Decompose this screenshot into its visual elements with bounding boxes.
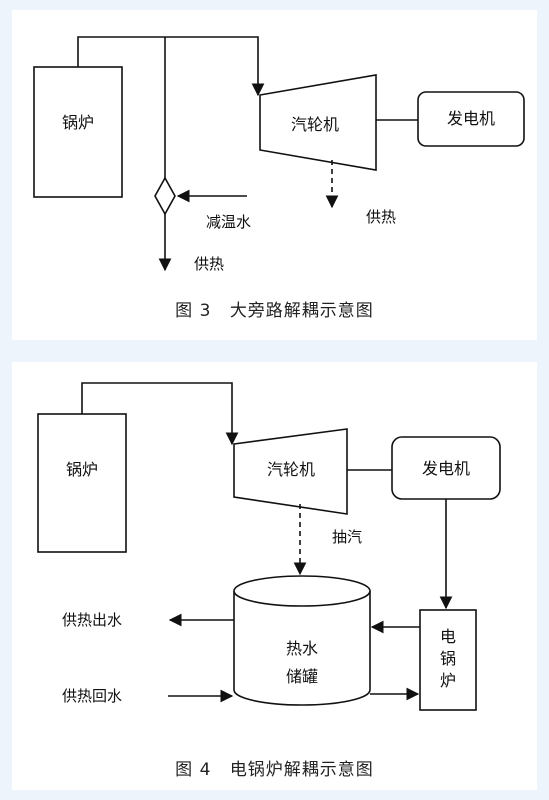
figure-4-caption: 图 4 电锅炉解耦示意图 — [12, 755, 537, 780]
heat-supply-left-label: 供热 — [194, 255, 224, 273]
main-steam-line — [77, 36, 265, 97]
turbine-shape — [259, 74, 377, 171]
heat-supply-right-label: 供热 — [366, 208, 396, 226]
heat-supply-return-label: 供热回水 — [62, 687, 122, 705]
figure-3-caption-title: 大旁路解耦示意图 — [229, 301, 374, 321]
main-steam-line — [81, 382, 239, 446]
boiler-label: 锅炉 — [66, 460, 98, 479]
boiler-box — [33, 66, 123, 198]
hot-water-tank — [233, 591, 371, 706]
hot-water-tank-top — [233, 575, 371, 607]
tank-label-line1: 热水 — [286, 639, 318, 658]
boiler-label: 锅炉 — [62, 113, 94, 132]
electric-boiler-label-3: 炉 — [440, 671, 456, 690]
turbine-label: 汽轮机 — [267, 460, 315, 479]
electric-boiler-box — [419, 609, 477, 711]
figure-4-diagram: 锅炉 汽轮机 发电机 抽汽 热水 储罐 电 锅 炉 供热出水 供热回水 — [37, 382, 501, 711]
tank-label-line2: 储罐 — [286, 667, 318, 686]
figure-3-diagram: 锅炉 减温水 供热 汽轮机 发电机 供热 — [33, 36, 525, 273]
desuperheating-water-label: 减温水 — [206, 213, 251, 231]
generator-label: 发电机 — [447, 109, 495, 128]
figure-3-caption-number: 图 3 — [175, 301, 212, 321]
turbine-shape — [233, 428, 348, 515]
generator-box — [417, 91, 525, 147]
electric-boiler-label-2: 锅 — [440, 649, 456, 668]
desuperheater-valve — [154, 176, 176, 216]
figure-4-caption-title: 电锅炉解耦示意图 — [229, 760, 374, 780]
boiler-box — [37, 413, 127, 553]
turbine-label: 汽轮机 — [291, 115, 339, 134]
figure-3-caption: 图 3 大旁路解耦示意图 — [12, 296, 537, 321]
heat-supply-outlet-label: 供热出水 — [62, 611, 122, 629]
electric-boiler-label-1: 电 — [440, 627, 456, 646]
figure-3-panel: 锅炉 减温水 供热 汽轮机 发电机 供热 图 3 大旁路解耦示意图 — [12, 10, 537, 340]
figure-4-caption-number: 图 4 — [175, 760, 212, 780]
extraction-steam-label: 抽汽 — [332, 528, 362, 546]
figure-4-panel: 锅炉 汽轮机 发电机 抽汽 热水 储罐 电 锅 炉 供热出水 供热回水 — [12, 362, 537, 790]
generator-label: 发电机 — [422, 459, 470, 478]
